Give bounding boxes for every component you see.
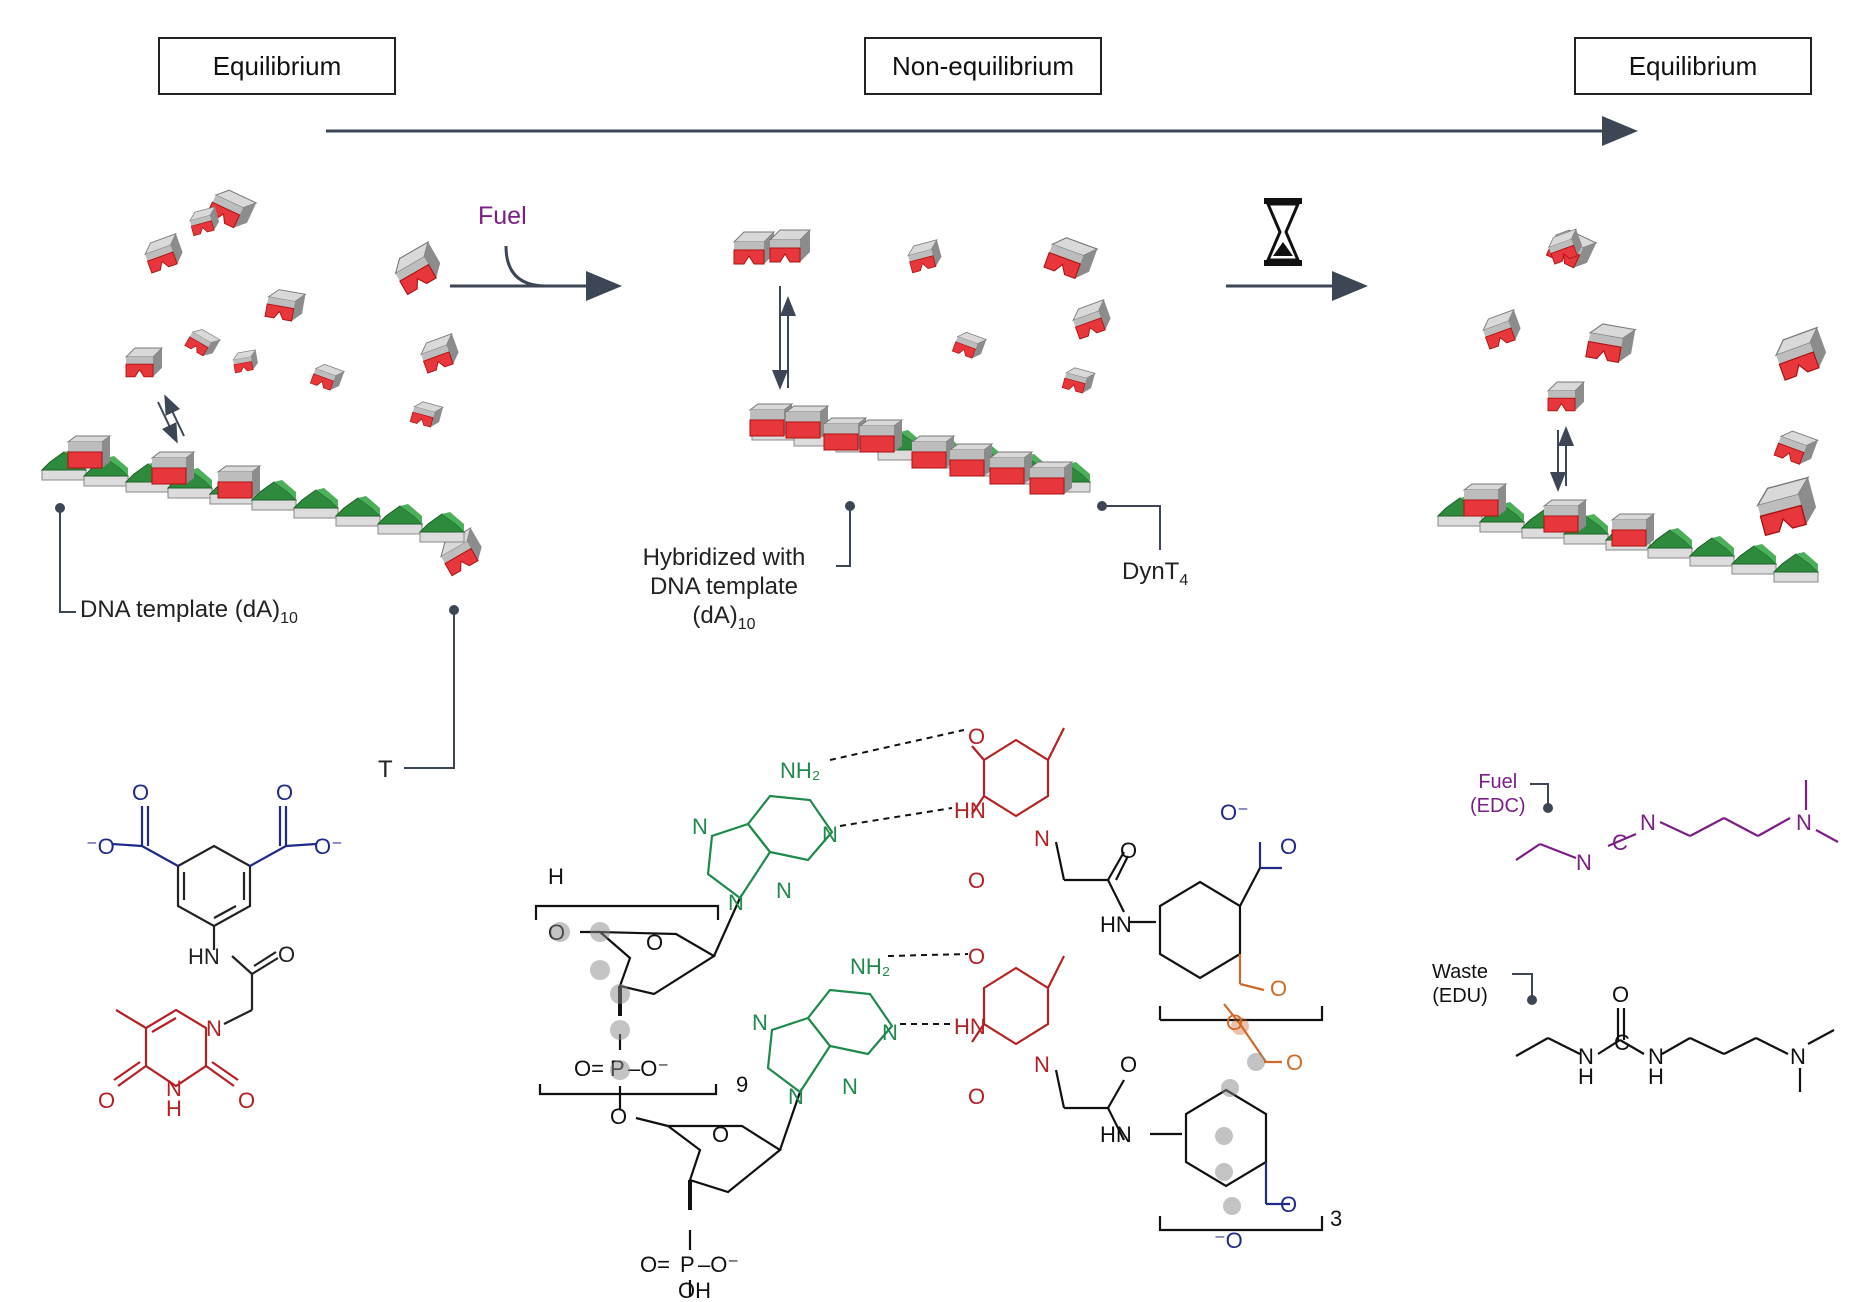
svg-text:NH₂: NH₂ <box>780 758 820 783</box>
free-monomers-right <box>1479 225 1831 536</box>
svg-text:O: O <box>278 942 295 967</box>
dna-backbone-structure <box>534 897 802 1296</box>
hourglass-icon <box>1264 198 1302 266</box>
svg-text:N: N <box>842 1074 858 1099</box>
svg-text:O: O <box>238 1088 255 1113</box>
svg-text:N: N <box>788 1084 804 1109</box>
template-strand-middle <box>749 403 1091 495</box>
stage-box-equilibrium-left: Equilibrium <box>158 37 396 95</box>
svg-text:N: N <box>166 1076 182 1101</box>
template-strand-left <box>41 435 465 543</box>
svg-text:HN: HN <box>1100 1122 1132 1147</box>
svg-text:O=: O= <box>574 1056 604 1081</box>
svg-text:O: O <box>1270 976 1287 1001</box>
svg-text:P: P <box>680 1252 695 1277</box>
svg-text:O: O <box>1280 834 1297 859</box>
edc-atoms: N C N N <box>1576 810 1812 875</box>
svg-text:⁻O: ⁻O <box>86 834 115 859</box>
svg-text:N: N <box>1034 826 1050 851</box>
hybridized-label: Hybridized with DNA template (dA)10 <box>642 544 806 633</box>
svg-text:N: N <box>1796 810 1812 835</box>
monomer-t-atoms: O O ⁻O O⁻ HN O N O H N O <box>86 780 343 1121</box>
svg-text:N: N <box>1640 810 1656 835</box>
svg-text:N: N <box>776 878 792 903</box>
svg-text:O: O <box>646 930 663 955</box>
svg-text:N: N <box>752 1010 768 1035</box>
svg-text:N: N <box>1034 1052 1050 1077</box>
edu-atoms: O N H C N H N <box>1578 982 1806 1089</box>
fuel-arrow-icon <box>450 245 622 301</box>
svg-text:N: N <box>1576 850 1592 875</box>
svg-text:3: 3 <box>1330 1206 1342 1231</box>
hydrogen-bonds <box>829 729 969 1025</box>
svg-text:O: O <box>968 868 985 893</box>
svg-text:O⁻: O⁻ <box>1220 800 1249 825</box>
monomer-t-structure <box>111 806 317 1088</box>
svg-text:C: C <box>1614 1030 1630 1055</box>
svg-text:O: O <box>1612 982 1629 1007</box>
svg-text:O: O <box>968 1084 985 1109</box>
svg-text:O: O <box>276 780 293 805</box>
svg-text:O: O <box>1120 838 1137 863</box>
adenine-bases <box>706 794 894 1094</box>
svg-text:O: O <box>1280 1192 1297 1217</box>
svg-text:N: N <box>728 890 744 915</box>
anhydride-atoms: O HN O⁻ O O O O O HN O ⁻O 3 <box>1100 800 1342 1253</box>
svg-text:–O⁻: –O⁻ <box>698 1252 739 1277</box>
svg-text:O: O <box>610 1104 627 1129</box>
anhydride-structure <box>1054 841 1324 1232</box>
svg-text:H: H <box>548 864 564 889</box>
fuel-arrow-label: Fuel <box>478 202 527 230</box>
adenine-atoms: NH₂ N N N N NH₂ N N N N <box>692 758 898 1109</box>
edc-structure <box>1515 780 1839 861</box>
svg-text:C: C <box>1612 830 1628 855</box>
dna-template-label: DNA template (dA)10 <box>80 596 298 627</box>
svg-text:HN: HN <box>1100 912 1132 937</box>
svg-text:N: N <box>206 1016 222 1041</box>
svg-text:OH: OH <box>678 1278 711 1302</box>
svg-text:H: H <box>1648 1064 1664 1089</box>
svg-text:O: O <box>712 1122 729 1147</box>
fuel-edc-label: Fuel (EDC) <box>1470 771 1526 817</box>
svg-text:–O⁻: –O⁻ <box>628 1056 669 1081</box>
dynt4-label: DynT4 <box>1122 558 1189 589</box>
svg-text:NH₂: NH₂ <box>850 954 890 979</box>
svg-text:HN: HN <box>954 1014 986 1039</box>
svg-text:9: 9 <box>736 1072 748 1097</box>
svg-text:HN: HN <box>954 798 986 823</box>
svg-text:HN: HN <box>188 944 220 969</box>
svg-text:O: O <box>1120 1052 1137 1077</box>
waste-edu-label: Waste (EDU) <box>1432 961 1488 1007</box>
svg-text:H: H <box>166 1096 182 1121</box>
svg-text:O⁻: O⁻ <box>314 834 343 859</box>
svg-text:N: N <box>1648 1044 1664 1069</box>
svg-text:O=: O= <box>640 1252 670 1277</box>
stage-box-non-equilibrium: Non-equilibrium <box>864 37 1102 95</box>
svg-text:O: O <box>1226 1010 1243 1035</box>
svg-text:N: N <box>1790 1044 1806 1069</box>
thymine-atoms: O HN O N O HN O N <box>954 724 1050 1109</box>
svg-text:⁻O: ⁻O <box>1214 1228 1243 1253</box>
free-monomers-middle <box>733 229 1115 396</box>
thymine-bases <box>971 727 1065 1046</box>
svg-text:O: O <box>968 944 985 969</box>
svg-text:O: O <box>1286 1050 1303 1075</box>
svg-text:N: N <box>822 822 838 847</box>
svg-text:N: N <box>1578 1044 1594 1069</box>
edu-structure <box>1515 1008 1835 1092</box>
dna-backbone-atoms: H O O P O= –O⁻ O O P O= –O⁻ OH 9 <box>548 864 748 1302</box>
svg-text:O: O <box>98 1088 115 1113</box>
svg-text:H: H <box>1578 1064 1594 1089</box>
svg-text:N: N <box>882 1020 898 1045</box>
svg-text:N: N <box>692 814 708 839</box>
svg-text:O: O <box>968 724 985 749</box>
stage-box-equilibrium-right: Equilibrium <box>1574 37 1812 95</box>
t-label: T <box>378 756 393 783</box>
svg-text:O: O <box>132 780 149 805</box>
